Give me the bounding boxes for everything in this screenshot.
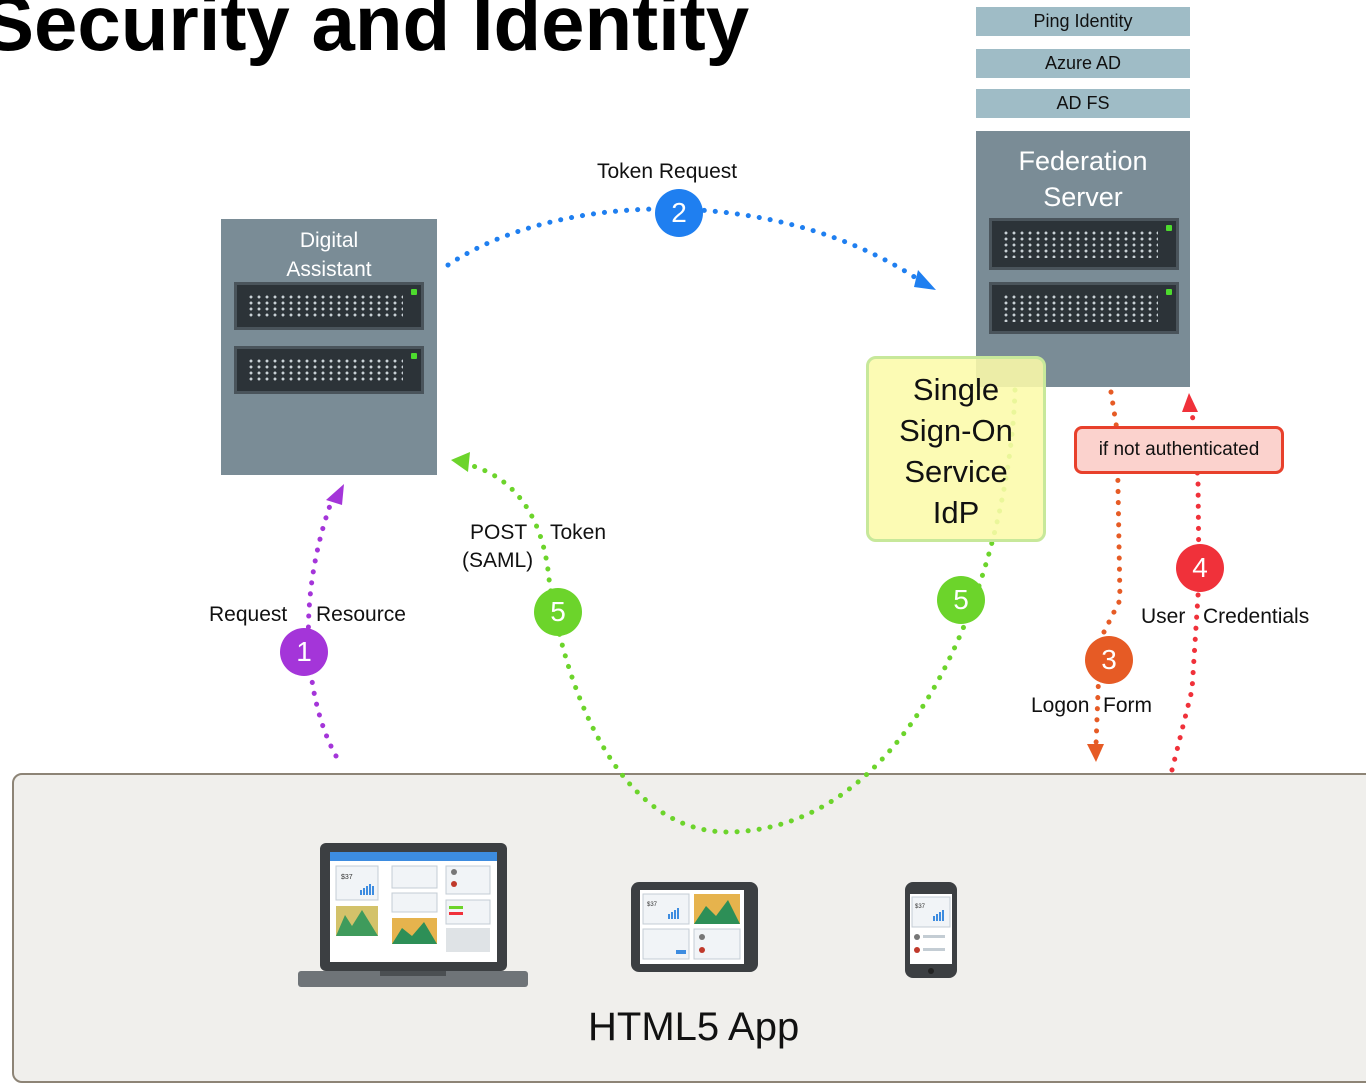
step-5-badge-sso: 5 xyxy=(937,576,985,624)
not-authenticated-box: if not authenticated xyxy=(1074,426,1284,474)
form-label: Form xyxy=(1103,694,1152,717)
laptop-icon: $37 xyxy=(298,843,528,987)
tablet-icon: $37 xyxy=(631,882,758,972)
arrowhead-post-token xyxy=(451,452,470,472)
step-4-badge: 4 xyxy=(1176,544,1224,592)
arrowhead-logon-form xyxy=(1087,744,1104,762)
server-rack-unit xyxy=(234,346,424,394)
step-1-badge: 1 xyxy=(280,628,328,676)
device-value: $37 xyxy=(915,904,926,910)
html5-app-label: HTML5 App xyxy=(588,1005,800,1049)
user-label: User xyxy=(1141,605,1186,628)
resource-label: Resource xyxy=(316,603,406,626)
page-title: Security and Identity xyxy=(0,0,750,67)
step-3-badge: 3 xyxy=(1085,636,1133,684)
device-value: $37 xyxy=(341,874,353,881)
saml-label: (SAML) xyxy=(462,549,534,572)
step-2-badge: 2 xyxy=(655,189,703,237)
token-label: Token xyxy=(550,521,607,544)
digital-assistant-server: Digital Assistant xyxy=(221,219,437,475)
phone-icon: $37 xyxy=(905,882,957,978)
idp-azure-ad: Azure AD xyxy=(976,49,1190,78)
device-value: $37 xyxy=(647,902,658,908)
arrowhead-token-request xyxy=(914,270,936,290)
federation-server-label: Federation Server xyxy=(1018,146,1148,212)
server-rack-unit xyxy=(989,282,1179,334)
server-rack-unit xyxy=(989,218,1179,270)
arrowhead-user-credentials xyxy=(1182,393,1198,412)
idp-ad-fs: AD FS xyxy=(976,89,1190,118)
arrow-user-credentials xyxy=(1169,407,1202,773)
digital-assistant-label: Digital Assistant xyxy=(286,229,372,281)
server-rack-unit xyxy=(234,282,424,330)
post-label: POST xyxy=(470,521,528,544)
sso-idp-box: Single Sign-On Service IdP xyxy=(866,356,1046,542)
federation-server: Federation Server xyxy=(976,131,1190,387)
logon-label: Logon xyxy=(1031,694,1090,717)
step-5-badge-post: 5 xyxy=(534,588,582,636)
request-label: Request xyxy=(209,603,288,626)
arrowhead-request-resource xyxy=(326,484,344,505)
idp-ping-identity: Ping Identity xyxy=(976,7,1190,36)
token-request-label: Token Request xyxy=(597,160,738,183)
credentials-label: Credentials xyxy=(1203,605,1310,628)
